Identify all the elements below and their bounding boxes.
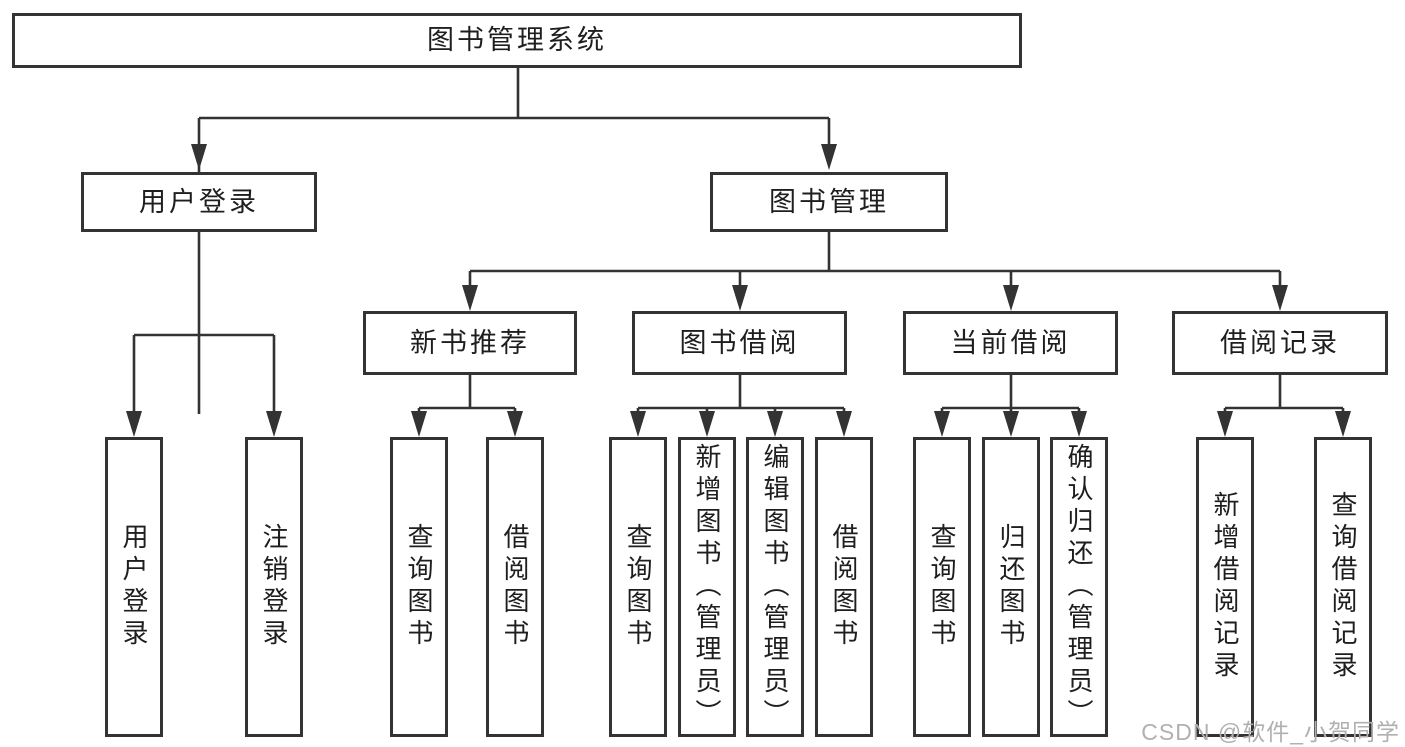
leaf-add-borrow-record: 新增借阅记录 <box>1196 437 1254 737</box>
leaf-logout: 注销登录 <box>245 437 303 737</box>
node-user-login: 用户登录 <box>81 172 317 232</box>
node-book-management: 图书管理 <box>710 172 948 232</box>
leaf-query-borrow-record: 查询借阅记录 <box>1314 437 1372 737</box>
node-new-book-recommendation: 新书推荐 <box>363 311 577 375</box>
leaf-add-book-admin: 新增图书（管理员） <box>678 437 736 737</box>
leaf-query-books-1: 查询图书 <box>390 437 448 737</box>
node-library-management-system: 图书管理系统 <box>12 13 1022 68</box>
node-current-borrowing: 当前借阅 <box>903 311 1118 375</box>
leaf-user-login: 用户登录 <box>105 437 163 737</box>
node-borrowing-records: 借阅记录 <box>1172 311 1388 375</box>
leaf-confirm-return-admin: 确认归还（管理员） <box>1050 437 1108 737</box>
leaf-return-books: 归还图书 <box>982 437 1040 737</box>
leaf-borrow-books-2: 借阅图书 <box>815 437 873 737</box>
leaf-borrow-books-1: 借阅图书 <box>486 437 544 737</box>
leaf-edit-book-admin: 编辑图书（管理员） <box>746 437 804 737</box>
csdn-watermark: CSDN @软件_小贺同学 <box>1141 719 1400 745</box>
leaf-query-books-2: 查询图书 <box>609 437 667 737</box>
node-book-borrowing: 图书借阅 <box>632 311 847 375</box>
leaf-query-books-3: 查询图书 <box>913 437 971 737</box>
